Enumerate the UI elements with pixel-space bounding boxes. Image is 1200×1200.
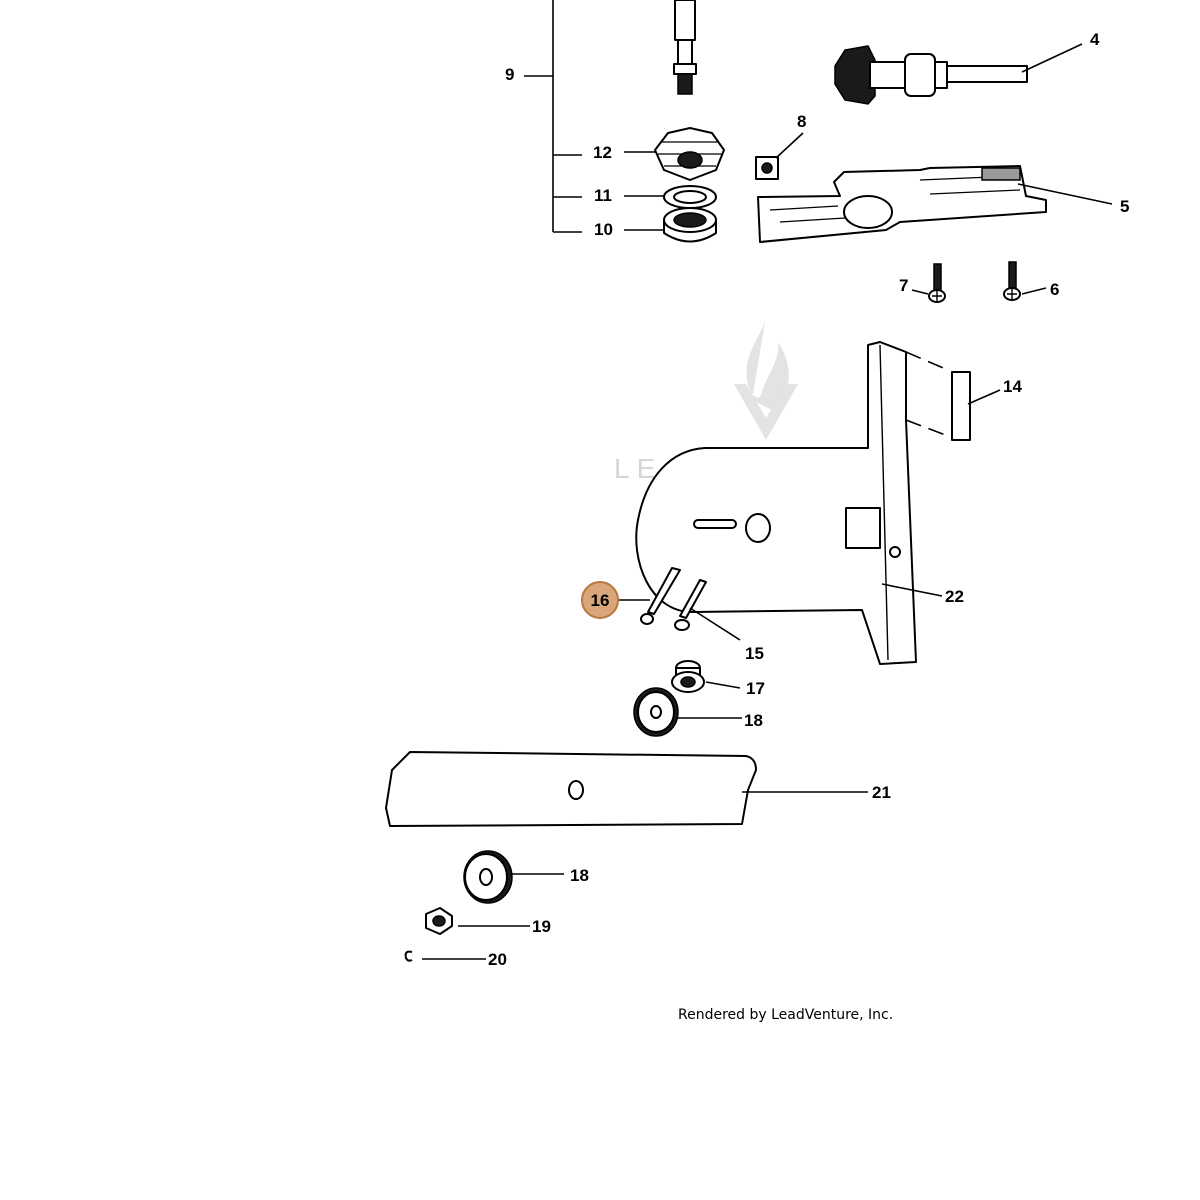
callout-12[interactable]: 12 [593,143,612,162]
part-18-washer-top [633,687,679,737]
part-18-washer-bottom [463,850,513,904]
part-7-screw [928,263,946,303]
part-14-plate [905,351,971,441]
part-8-square-nut [755,156,779,180]
part-17-collar-nut [671,660,705,693]
watermark-flame-logo-icon [734,322,798,440]
callout-16-highlight[interactable]: 16 [581,581,619,619]
part-21-bar [385,751,757,827]
callout-8[interactable]: 8 [797,112,806,131]
part-4-pinion-shaft [834,45,1028,105]
callout-10[interactable]: 10 [594,220,613,239]
part-9-shaft [673,0,697,95]
part-12-bevel-gear [654,127,725,181]
callout-21[interactable]: 21 [872,783,891,802]
callout-15[interactable]: 15 [745,644,764,663]
part-10-bearing [663,207,717,243]
callout-20[interactable]: 20 [488,950,507,969]
part-16-screw [640,567,681,625]
part-19-nut [425,907,453,935]
callout-11[interactable]: 11 [594,186,612,205]
part-11-washer [663,185,717,209]
callout-22[interactable]: 22 [945,587,964,606]
callout-16-badge[interactable] [581,581,619,619]
part-15-screw [674,579,707,631]
credit-text: Rendered by LeadVenture, Inc. [678,1007,893,1023]
callout-5[interactable]: 5 [1120,197,1129,216]
callout-17[interactable]: 17 [746,679,765,698]
callout-16[interactable]: 16 [591,591,610,610]
callout-18-top[interactable]: 18 [744,711,763,730]
callout-7[interactable]: 7 [899,276,908,295]
part-9-bracket [524,0,582,233]
part-5-housing [757,165,1047,243]
callout-18-bottom[interactable]: 18 [570,866,589,885]
part-20-clip [404,950,413,962]
part-6-screw [1003,261,1021,301]
callout-19[interactable]: 19 [532,917,551,936]
callout-4[interactable]: 4 [1090,30,1100,49]
callout-9[interactable]: 9 [505,65,514,84]
callout-6[interactable]: 6 [1050,280,1059,299]
callout-14[interactable]: 14 [1003,377,1022,396]
